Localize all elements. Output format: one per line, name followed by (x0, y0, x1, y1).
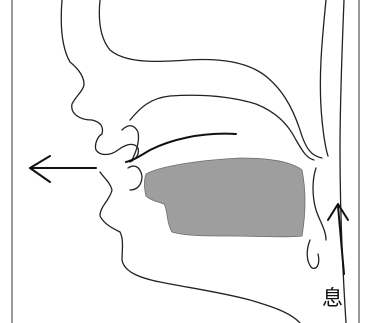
tongue (145, 158, 306, 237)
lower-teeth (128, 166, 142, 190)
breath-out-arrow (30, 156, 96, 182)
pharynx-back-wall (340, 0, 346, 323)
breath-label: 息 (322, 282, 343, 312)
soft-palate-outline (130, 95, 314, 160)
breath-up-arrow (328, 204, 348, 274)
larynx-outline (307, 240, 319, 268)
airflow-line (126, 134, 236, 162)
upper-teeth (122, 126, 139, 160)
epiglottis (313, 168, 326, 240)
pharynx-wall (320, 0, 328, 156)
